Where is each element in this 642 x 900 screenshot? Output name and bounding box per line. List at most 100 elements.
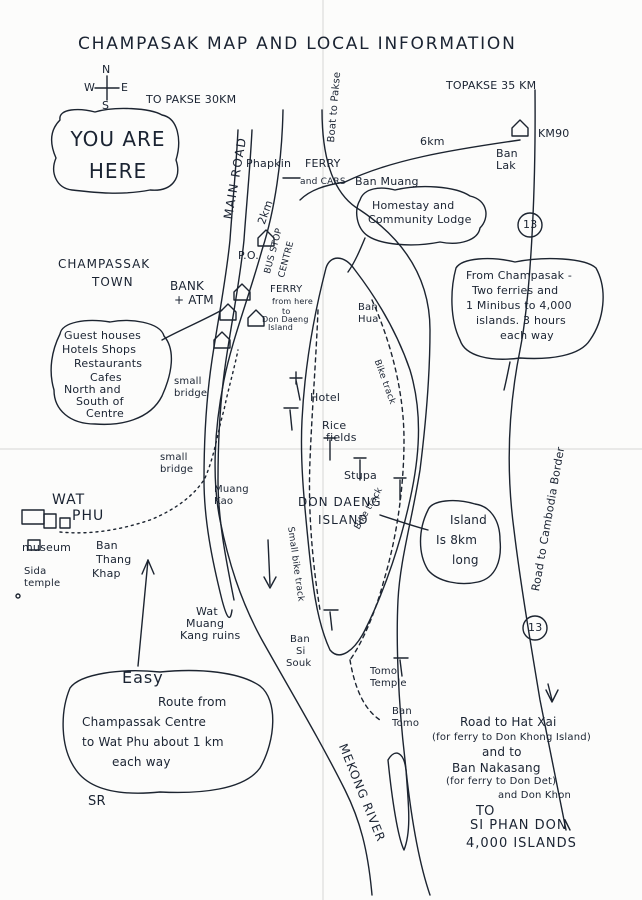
sida-temple-line2: temple — [24, 578, 61, 589]
guesthouses-line7: Centre — [86, 407, 124, 420]
muang-kao-line2: Kao — [214, 496, 234, 507]
label-stupa: Stupa — [344, 469, 377, 482]
label-ban-muang: Ban Muang — [355, 175, 419, 188]
wat-muang-kang-line1: Wat — [196, 605, 218, 618]
sida-temple-line1: Sida — [24, 566, 47, 577]
ban-si-souk-line3: Souk — [286, 658, 312, 669]
label-atm: + ATM — [174, 293, 214, 307]
rice-fields-line2: fields — [326, 431, 357, 444]
route-bubble — [62, 669, 274, 794]
don-daeng-line2: ISLAND — [318, 513, 369, 527]
route-line4: each way — [112, 755, 171, 769]
you-are-here-line1: YOU ARE — [70, 127, 166, 151]
small-bridge-2-line1: small — [160, 452, 188, 463]
compass-south: S — [102, 99, 110, 112]
small-bridge-1-line2: bridge — [174, 388, 208, 399]
guesthouses-line6: South of — [76, 395, 124, 408]
hatxai-line3: and to — [482, 745, 522, 759]
ban-thang-khap-line3: Khap — [92, 567, 121, 580]
label-champassak-town-2: TOWN — [92, 275, 134, 289]
river-east-bank — [321, 109, 431, 896]
road-to-km90 — [344, 139, 521, 183]
compass-east: E — [121, 81, 129, 94]
ban-hua-line2: Hua — [358, 314, 379, 325]
town-buildings-icon — [213, 229, 275, 349]
hatxai-line2: (for ferry to Don Khong Island) — [432, 732, 591, 743]
ban-hua-line1: Ban — [358, 302, 378, 313]
ban-si-souk-line1: Ban — [290, 634, 310, 645]
label-ban-lak-2: Lak — [496, 159, 516, 172]
house-icon-km90 — [511, 119, 529, 137]
ferry-from-line4: Don Daeng — [262, 315, 309, 324]
label-km90: KM90 — [538, 127, 570, 140]
route-line2: Champassak Centre — [82, 715, 207, 729]
muang-kao-line1: Muang — [214, 484, 249, 495]
palm-trees-icon — [283, 371, 409, 677]
island-info-bubble — [419, 499, 502, 585]
si-phan-don-line2: SI PHAN DON — [470, 818, 568, 833]
hatxai-line5: (for ferry to Don Det) — [446, 776, 557, 787]
label-bank: BANK — [170, 279, 205, 293]
main-road — [203, 129, 239, 619]
homestay-line2: Community Lodge — [368, 213, 472, 226]
guesthouse-bubble — [50, 319, 173, 426]
label-and-cars: and CARS — [300, 177, 346, 187]
label-phapkin: Phapkin — [246, 157, 292, 170]
ferry-from-line1: FERRY — [270, 284, 303, 295]
label-hotel: Hotel — [310, 391, 341, 404]
don-daeng-line1: DON DAENG — [298, 495, 382, 509]
road-13-marker-bottom — [522, 615, 548, 641]
artist-initials: SR — [88, 794, 106, 809]
compass-west: W — [84, 81, 96, 94]
label-ban-lak-1: Ban — [496, 147, 518, 160]
label-museum: museum — [22, 541, 72, 554]
road-13-label-bottom: 13 — [528, 621, 543, 634]
route-to-wat-phu — [59, 349, 239, 534]
hatxai-line1: Road to Hat Xai — [460, 715, 557, 729]
label-ferry-north: FERRY — [305, 157, 341, 170]
ferry-info-line4: islands. 3 hours — [476, 314, 566, 327]
you-are-here-bubble — [50, 107, 180, 194]
label-to-pakse-30: TO PAKSE 30KM — [146, 93, 237, 106]
paper-fold — [322, 0, 324, 900]
ferry-info-line2: Two ferries and — [472, 284, 559, 297]
tomo-temple-line2: Temple — [370, 678, 407, 689]
si-phan-don-line1: TO — [476, 804, 495, 819]
road-13-marker-top — [517, 212, 543, 238]
island-info-line2: Is 8km — [436, 533, 478, 547]
road-13 — [508, 89, 567, 831]
homestay-bubble — [356, 185, 487, 246]
route-line3: to Wat Phu about 1 km — [82, 735, 224, 749]
wat-phu-temple-icon — [15, 509, 71, 599]
rice-fields-line1: Rice — [322, 419, 347, 432]
island-info-line1: Island — [450, 513, 487, 527]
ferry-from-line2: from here — [272, 297, 313, 306]
don-daeng-island-outline — [300, 257, 420, 656]
ban-si-souk-line2: Si — [296, 646, 306, 657]
guesthouses-line1: Guest houses — [64, 329, 142, 342]
ferry-info-line5: each way — [500, 329, 554, 342]
ban-thang-khap-line1: Ban — [96, 539, 118, 552]
ferry-from-line5: Island — [268, 323, 294, 332]
wat-muang-kang-line3: Kang ruins — [180, 629, 241, 642]
guesthouses-line3: Restaurants — [74, 357, 143, 370]
small-bridge-1-line1: small — [174, 376, 202, 387]
ferry-info-line3: 1 Minibus to 4,000 — [466, 299, 572, 312]
wat-muang-kang-line2: Muang — [186, 617, 225, 630]
ferry-from-line3: to — [282, 307, 291, 316]
guesthouses-line2: Hotels Shops — [62, 343, 137, 356]
label-champassak-town-1: CHAMPASSAK — [58, 257, 151, 271]
label-po: P.O. — [238, 249, 259, 262]
homestay-line1: Homestay and — [372, 199, 455, 212]
island-info-line3: long — [452, 553, 479, 567]
label-easy: Easy — [122, 668, 164, 687]
ban-thang-khap-line2: Thang — [96, 553, 132, 566]
guesthouses-line5: North and — [64, 383, 121, 396]
wat-phu-line1: WAT — [52, 492, 86, 508]
you-are-here-line2: HERE — [88, 159, 148, 183]
hatxai-line4: Ban Nakasang — [452, 761, 541, 775]
hatxai-line6: and Don Khon — [498, 790, 572, 801]
road-13-label-top: 13 — [523, 218, 538, 231]
